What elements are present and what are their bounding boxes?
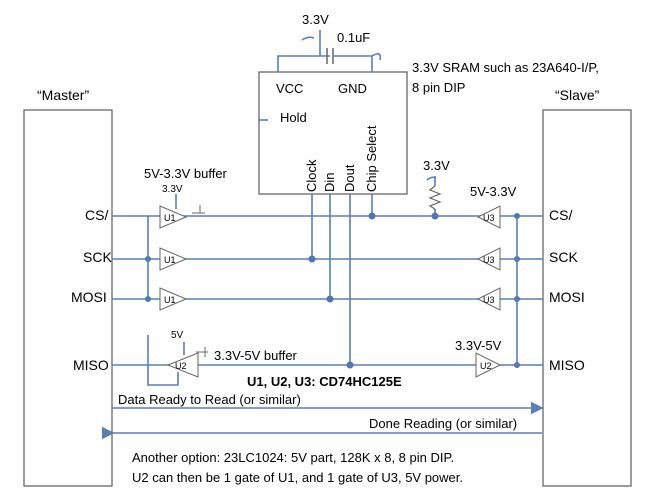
svg-text:U1: U1 — [164, 213, 176, 223]
parts-label: U1, U2, U3: CD74HC125E — [247, 374, 402, 389]
svg-text:U1: U1 — [164, 255, 176, 265]
data-ready-label: Data Ready to Read (or similar) — [118, 392, 301, 407]
sram-supply-label: 3.3V — [302, 12, 329, 27]
svg-text:U3: U3 — [483, 255, 495, 265]
pullup-label: 3.3V — [423, 158, 450, 173]
slave-box — [542, 109, 632, 487]
sram-pin-dout: Dout — [342, 164, 357, 192]
sram-pin-chip-select: Chip Select — [364, 125, 379, 192]
slave-title: “Slave” — [555, 87, 600, 103]
buffer-u3-miso: U2 — [475, 352, 502, 378]
junction-mosi — [326, 295, 334, 303]
sram-desc-line2: 8 pin DIP — [412, 80, 465, 95]
vcc-wire — [277, 55, 330, 72]
buffer-u1-cs: U1 — [159, 205, 188, 229]
slave-pin-mosi: MOSI — [549, 289, 585, 305]
sram-chip — [258, 71, 408, 195]
gnd-arrow — [371, 52, 382, 61]
svg-text:U1: U1 — [164, 295, 176, 305]
buffer-u3-mosi: U3 — [476, 287, 501, 311]
svg-text:U3: U3 — [483, 295, 495, 305]
slave-pin-sck: SCK — [549, 249, 578, 265]
u1-decoupling — [192, 205, 201, 214]
right-bottom-buffer-label: 3.3V-5V — [455, 338, 502, 353]
slave-pin-miso: MISO — [549, 357, 585, 373]
done-reading-label: Done Reading (or similar) — [369, 416, 517, 431]
svg-text:U2: U2 — [480, 361, 492, 371]
junction-miso — [346, 361, 354, 369]
note-line2: U2 can then be 1 gate of U1, and 1 gate … — [132, 470, 463, 485]
pullup-resistor-icon — [428, 185, 442, 210]
left-bottom-buffer-label: 3.3V-5V buffer — [214, 348, 298, 363]
buffer-u1-mosi: U1 — [159, 287, 188, 311]
svg-text:U3: U3 — [483, 213, 495, 223]
svg-text:U2: U2 — [175, 361, 187, 371]
master-pin-sck: SCK — [83, 249, 112, 265]
sram-pin-vcc: VCC — [276, 81, 303, 96]
buffer-u3-sck: U3 — [476, 247, 501, 271]
buffer-u3-cs: U3 — [476, 205, 501, 229]
u2-enable-wire — [147, 335, 179, 386]
sram-pin-din: Din — [322, 172, 337, 192]
note-line1: Another option: 23LC1024: 5V part, 128K … — [132, 450, 454, 465]
slave-pin-cs: CS/ — [549, 207, 572, 223]
master-pin-miso: MISO — [73, 357, 109, 373]
sram-pin-clock: Clock — [304, 159, 319, 192]
junction-sck — [308, 255, 316, 263]
buffer-u1-sck: U1 — [159, 247, 188, 271]
sram-cap-label: 0.1uF — [337, 30, 370, 45]
right-top-buffer-label: 5V-3.3V — [470, 184, 517, 199]
buffer-u2: U2 — [166, 352, 199, 378]
supply-arrow — [301, 36, 315, 41]
sram-pin-gnd: GND — [338, 81, 367, 96]
master-box — [23, 109, 113, 487]
master-title: “Master” — [37, 87, 89, 103]
u2-supply-label: 5V — [171, 330, 184, 341]
master-pin-mosi: MOSI — [71, 289, 107, 305]
sram-pin-hold: Hold — [280, 110, 307, 125]
u1-supply-label: 3.3V — [162, 184, 183, 195]
sram-desc-line1: 3.3V SRAM such as 23A640-I/P, — [412, 60, 599, 75]
junction-cs — [368, 212, 376, 220]
left-top-buffer-label: 5V-3.3V buffer — [144, 166, 228, 181]
master-pin-cs: CS/ — [85, 207, 108, 223]
gnd-wire — [333, 55, 373, 72]
pullup-supply-arrow — [426, 176, 437, 181]
